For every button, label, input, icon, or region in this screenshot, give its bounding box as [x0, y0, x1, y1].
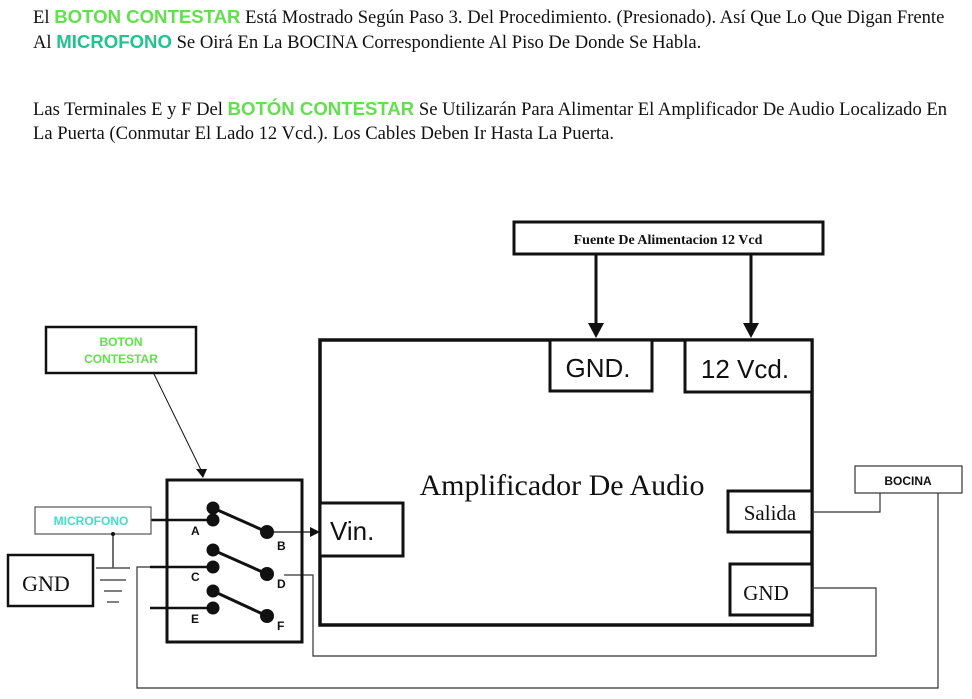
switch-lever-ab: [212, 506, 268, 534]
power-supply-box: Fuente De Alimentacion 12 Vcd: [512, 220, 825, 256]
power-supply-label: Fuente De Alimentacion 12 Vcd: [574, 233, 763, 248]
instruction-paragraph-2: Las Terminales E y F Del BOTÓN CONTESTAR…: [33, 97, 963, 146]
contact-dot: [206, 513, 220, 527]
contact-dot: [260, 525, 274, 539]
contact-dot: [206, 584, 220, 598]
text: El: [33, 7, 55, 28]
amp-12v-terminal: 12 Vcd.: [683, 338, 814, 394]
gnd-left-label: GND: [22, 571, 70, 596]
salida-to-bocina-wire: [812, 493, 881, 513]
switch-lever-cd: [212, 548, 268, 576]
text: Las Terminales E y F Del: [33, 99, 228, 120]
amp-gnd-top-label: GND.: [566, 353, 631, 383]
switch-contacts: [206, 501, 274, 623]
microfono-highlight: MICROFONO: [56, 31, 172, 52]
boton-label-line2: CONTESTAR: [84, 352, 158, 366]
amplifier-box: Amplificador De Audio: [318, 338, 814, 627]
text: Está Mostrado Según Paso 3. Del Procedim…: [33, 7, 945, 53]
boton-contestar-highlight: BOTON CONTESTAR: [54, 6, 241, 27]
gnd-return-wire: [284, 574, 877, 657]
terminal-d-label: D: [277, 577, 286, 591]
amp-gnd-top-terminal: GND.: [548, 338, 654, 393]
terminal-b-label: B: [277, 539, 286, 553]
amp-salida-label: Salida: [744, 501, 797, 525]
amp-vin-label: Vin.: [330, 516, 374, 546]
arrow-head-icon: [743, 323, 759, 338]
microfono-box: MICROFONO: [34, 506, 152, 535]
text: Se Oirá En La BOCINA Correspondiente Al …: [171, 32, 702, 53]
amp-gnd-bottom-label: GND: [743, 581, 789, 605]
amplifier-title: Amplificador De Audio: [420, 469, 705, 502]
switch-lever-ef: [212, 589, 268, 618]
terminal-e-label: E: [191, 612, 199, 626]
contact-dot: [260, 609, 274, 623]
speaker-wires: [136, 493, 939, 689]
microfono-label: MICROFONO: [54, 514, 129, 528]
text: Se Utilizarán Para Alimentar El Amplific…: [33, 99, 948, 144]
boton-contestar-highlight: BOTÓN CONTESTAR: [227, 98, 415, 119]
boton-label-line1: BOTON: [99, 335, 142, 349]
contact-dot: [206, 601, 220, 615]
arrow-head-icon: [310, 527, 320, 537]
gnd-left-box: GND: [6, 553, 95, 608]
instruction-paragraph-1: El BOTON CONTESTAR Está Mostrado Según P…: [33, 5, 963, 55]
bocina-box: BOCINA: [854, 465, 963, 494]
arrow-head-icon: [196, 469, 207, 478]
contact-dot: [206, 560, 220, 574]
amp-vin-terminal: Vin.: [318, 501, 405, 558]
power-arrows: [588, 255, 759, 338]
contact-dot: [260, 567, 274, 581]
bocina-return-wire: [136, 493, 939, 689]
terminal-c-label: C: [191, 570, 200, 584]
terminal-f-label: F: [277, 619, 284, 633]
amp-12v-label: 12 Vcd.: [701, 354, 789, 384]
ground-symbol-icon: [96, 567, 130, 603]
arrow-head-icon: [588, 323, 604, 338]
switch-box: [165, 478, 304, 644]
boton-contestar-box: BOTON CONTESTAR: [44, 325, 198, 375]
terminal-a-label: A: [191, 524, 200, 538]
junction-dot: [111, 532, 115, 536]
contact-dot: [206, 543, 220, 557]
switch-wires: [150, 518, 312, 610]
amp-gnd-bottom-terminal: GND: [728, 562, 814, 617]
amp-salida-terminal: Salida: [726, 489, 814, 534]
contact-dot: [206, 501, 220, 515]
bocina-label: BOCINA: [884, 474, 932, 488]
boton-pointer-line: [153, 373, 202, 471]
